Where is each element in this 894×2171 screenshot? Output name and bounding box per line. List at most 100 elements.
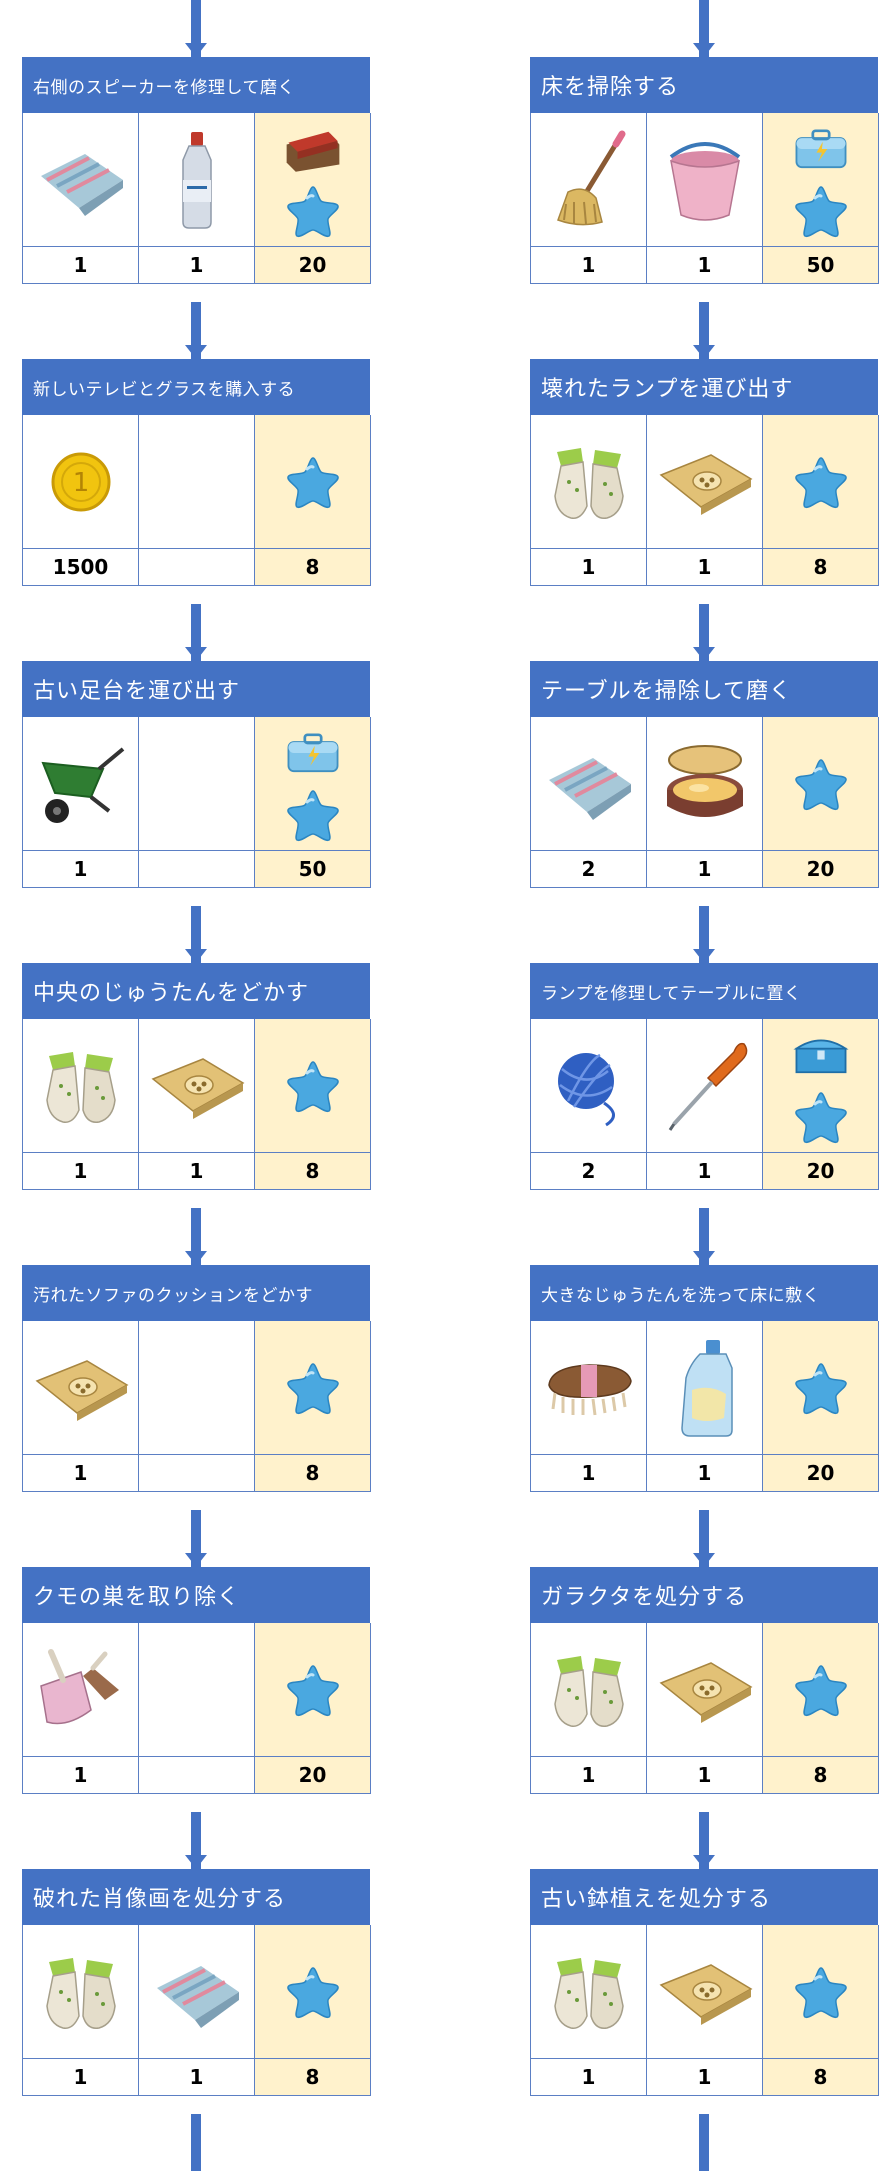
item-count: 1 xyxy=(23,851,139,888)
star-icon xyxy=(791,1660,851,1720)
star-icon xyxy=(791,1088,851,1146)
required-item-slot xyxy=(531,1925,647,2059)
cloth-icon xyxy=(147,1942,247,2042)
star-icon xyxy=(791,452,851,512)
required-item-slot xyxy=(23,1321,139,1455)
task-title: 破れた肖像画を処分する xyxy=(22,1869,370,1925)
cloth-icon xyxy=(31,130,131,230)
reward-count: 20 xyxy=(763,1153,879,1190)
reward-count: 20 xyxy=(255,1757,371,1794)
item-count: 1 xyxy=(23,1455,139,1492)
required-item-slot xyxy=(647,717,763,851)
bottle-icon xyxy=(147,130,247,230)
mop-icon xyxy=(539,130,639,230)
task-title: 大きなじゅうたんを洗って床に敷く xyxy=(530,1265,878,1321)
reward-count: 50 xyxy=(763,247,879,284)
reward-count: 8 xyxy=(763,2059,879,2096)
item-count: 1 xyxy=(647,549,763,586)
task-title: 右側のスピーカーを修理して磨く xyxy=(22,57,370,113)
star-icon xyxy=(791,754,851,814)
reward-count: 20 xyxy=(763,851,879,888)
required-item-slot xyxy=(139,1925,255,2059)
coin-icon: 1 xyxy=(31,432,131,532)
flow-arrow xyxy=(22,1510,370,1567)
item-count: 1500 xyxy=(23,549,139,586)
item-count xyxy=(139,1757,255,1794)
required-item-slot xyxy=(23,1925,139,2059)
reward-count: 20 xyxy=(255,247,371,284)
wheelbarrow-icon xyxy=(31,734,131,834)
flow-arrow xyxy=(22,1208,370,1265)
flow-arrow xyxy=(530,906,878,963)
reward-slot xyxy=(763,1925,879,2059)
gloves-icon xyxy=(31,1036,131,1136)
required-item-slot xyxy=(23,1623,139,1757)
reward-slot xyxy=(763,113,879,247)
required-item-slot xyxy=(139,1623,255,1757)
flow-arrow xyxy=(22,2114,370,2171)
item-count: 1 xyxy=(531,549,647,586)
required-item-slot xyxy=(139,717,255,851)
sack-icon xyxy=(655,1640,755,1740)
task-title: 新しいテレビとグラスを購入する xyxy=(22,359,370,415)
item-count xyxy=(139,1455,255,1492)
flow-arrow xyxy=(22,0,370,57)
required-item-slot xyxy=(23,113,139,247)
task-title: 汚れたソファのクッションをどかす xyxy=(22,1265,370,1321)
item-count: 1 xyxy=(647,1757,763,1794)
star-icon xyxy=(283,452,343,512)
reward-count: 8 xyxy=(255,2059,371,2096)
reward-slot xyxy=(763,1623,879,1757)
chest-icon xyxy=(791,1026,851,1084)
required-item-slot xyxy=(647,1925,763,2059)
reward-count: 8 xyxy=(255,1153,371,1190)
reward-slot xyxy=(255,1925,371,2059)
required-item-slot xyxy=(647,1019,763,1153)
sack-icon xyxy=(655,432,755,532)
item-count: 2 xyxy=(531,1153,647,1190)
item-count xyxy=(139,549,255,586)
reward-count: 20 xyxy=(763,1455,879,1492)
item-count: 1 xyxy=(139,1153,255,1190)
item-count: 1 xyxy=(531,2059,647,2096)
required-item-slot xyxy=(647,1321,763,1455)
star-icon xyxy=(791,182,851,240)
svg-text:1: 1 xyxy=(72,468,89,498)
flow-arrow xyxy=(530,0,878,57)
item-count: 1 xyxy=(647,2059,763,2096)
reward-slot xyxy=(255,1321,371,1455)
reward-count: 8 xyxy=(763,1757,879,1794)
item-count: 1 xyxy=(531,247,647,284)
item-count: 1 xyxy=(647,1455,763,1492)
star-icon xyxy=(283,182,343,240)
gloves-icon xyxy=(539,1640,639,1740)
star-icon xyxy=(283,1056,343,1116)
flow-arrow xyxy=(22,302,370,359)
sack-icon xyxy=(655,1942,755,2042)
task-title: 壊れたランプを運び出す xyxy=(530,359,878,415)
reward-slot xyxy=(255,415,371,549)
flow-arrow xyxy=(22,1812,370,1869)
required-item-slot xyxy=(531,415,647,549)
brush-icon xyxy=(539,1338,639,1438)
item-count: 1 xyxy=(23,1757,139,1794)
star-icon xyxy=(283,1962,343,2022)
item-count: 1 xyxy=(23,2059,139,2096)
reward-slot xyxy=(763,1321,879,1455)
sack-icon xyxy=(31,1338,131,1438)
reward-slot xyxy=(763,1019,879,1153)
required-item-slot xyxy=(139,415,255,549)
star-icon xyxy=(283,1358,343,1418)
star-icon xyxy=(791,1358,851,1418)
sack-icon xyxy=(147,1036,247,1136)
